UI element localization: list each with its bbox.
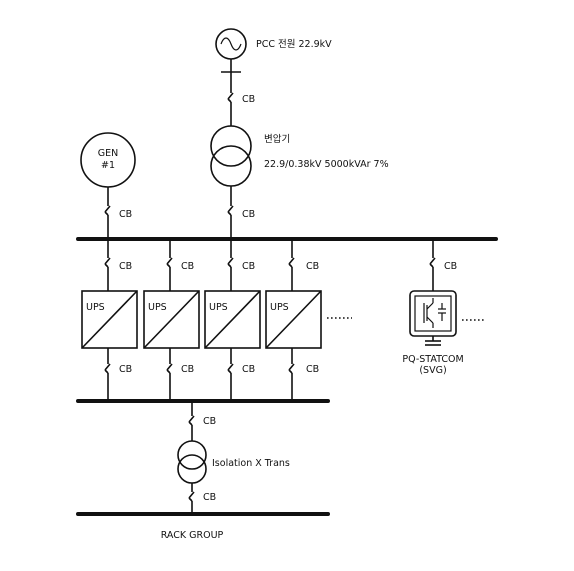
breaker-symbol xyxy=(188,491,195,502)
ups-box xyxy=(81,290,138,349)
isolation-transformer-branch: CB Isolation X Trans CB xyxy=(177,401,290,514)
cb-label: CB xyxy=(181,364,194,375)
ups-branch-4: CB UPS CB xyxy=(265,239,322,400)
isolation-transformer-label: Isolation X Trans xyxy=(212,458,290,469)
ups-label: UPS xyxy=(86,302,105,313)
ups-label: UPS xyxy=(209,302,228,313)
ups-diagonal xyxy=(265,290,322,349)
ups-diagonal xyxy=(143,290,200,349)
breaker-symbol xyxy=(227,257,234,268)
breaker-symbol xyxy=(227,205,234,216)
rack-group-label: RACK GROUP xyxy=(161,530,224,541)
breaker-symbol xyxy=(104,257,111,268)
breaker-symbol xyxy=(104,363,111,374)
generator-branch: GEN #1 CB xyxy=(80,132,136,239)
statcom-name: PQ-STATCOM xyxy=(402,354,463,365)
cb-label: CB xyxy=(119,364,132,375)
cb-label: CB xyxy=(203,492,216,503)
ups-box xyxy=(204,290,261,349)
pcc-source-label: PCC 전원 22.9kV xyxy=(256,39,332,50)
cb-label: CB xyxy=(242,209,255,220)
cb-label: CB xyxy=(119,261,132,272)
main-transformer-branch: CB 변압기 22.9/0.38kV 5000kVAr 7% CB xyxy=(210,86,389,239)
breaker-symbol xyxy=(288,363,295,374)
cb-label: CB xyxy=(242,364,255,375)
breaker-symbol xyxy=(227,363,234,374)
ups-diagonal xyxy=(81,290,138,349)
cb-label: CB xyxy=(306,261,319,272)
sine-wave xyxy=(220,37,242,51)
ups-box xyxy=(143,290,200,349)
breaker-symbol xyxy=(429,257,436,268)
breaker-symbol xyxy=(104,205,111,216)
breaker-symbol xyxy=(288,257,295,268)
ups-diagonal xyxy=(204,290,261,349)
isolation-winding-primary xyxy=(177,440,207,470)
generator-number: #1 xyxy=(101,160,115,171)
ups-branch-1: CB UPS CB xyxy=(81,239,138,400)
generator-name: GEN xyxy=(98,148,118,159)
ups-branch-2: CB UPS CB xyxy=(143,239,200,400)
ups-label: UPS xyxy=(270,302,289,313)
statcom-branch: CB PQ-STATCOM (SVG) xyxy=(402,239,464,376)
cb-label: CB xyxy=(203,416,216,427)
breaker-symbol xyxy=(166,363,173,374)
statcom-type: (SVG) xyxy=(419,365,446,376)
main-transformer-name: 변압기 xyxy=(264,133,290,145)
transformer-winding-primary xyxy=(210,125,252,167)
cb-label: CB xyxy=(181,261,194,272)
ups-box xyxy=(265,290,322,349)
breaker-symbol xyxy=(227,92,234,103)
breaker-symbol xyxy=(166,257,173,268)
cb-label: CB xyxy=(119,209,132,220)
cb-label: CB xyxy=(444,261,457,272)
pcc-source: PCC 전원 22.9kV xyxy=(215,28,332,86)
igbt-inverter-icon xyxy=(409,290,457,337)
breaker-symbol xyxy=(188,415,195,426)
main-transformer-rating: 22.9/0.38kV 5000kVAr 7% xyxy=(264,159,389,170)
cb-label: CB xyxy=(242,94,255,105)
ups-label: UPS xyxy=(148,302,167,313)
cb-label: CB xyxy=(242,261,255,272)
cb-label: CB xyxy=(306,364,319,375)
ups-branch-3: CB UPS CB xyxy=(204,239,261,400)
